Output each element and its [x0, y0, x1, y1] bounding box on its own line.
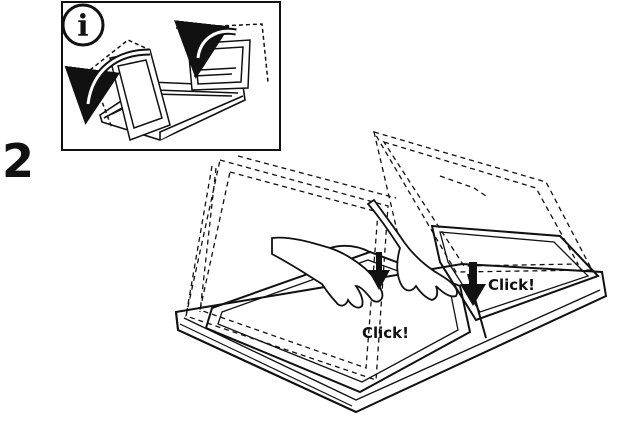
hand-icon	[271, 236, 384, 309]
info-inset-box: i	[61, 1, 281, 151]
click-callout-left: Click!	[362, 324, 409, 342]
left-lid-dashed	[185, 155, 397, 381]
down-arrow-icon	[368, 252, 390, 290]
click-callout-right: Click!	[488, 276, 535, 294]
info-icon: i	[61, 3, 105, 47]
rotate-arrow-icon	[64, 48, 151, 125]
step-number: 2	[2, 134, 35, 188]
info-icon-glyph: i	[77, 9, 88, 44]
down-arrow-icon	[460, 262, 486, 306]
rotate-arrow-icon	[174, 20, 237, 79]
hand-icon	[366, 198, 458, 301]
